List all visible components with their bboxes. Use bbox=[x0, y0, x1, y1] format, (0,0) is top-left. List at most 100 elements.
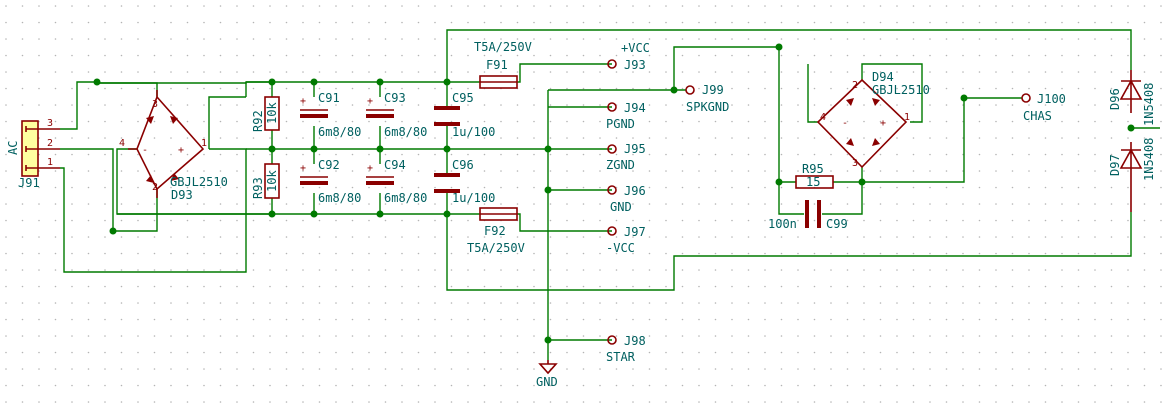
diode-d97: D97 1N5408 bbox=[1108, 138, 1156, 212]
cap-plate-negative bbox=[300, 181, 328, 185]
junction-dot bbox=[775, 43, 783, 51]
pin-number: 1 bbox=[904, 112, 910, 123]
junction-dot bbox=[268, 78, 276, 86]
wire bbox=[60, 81, 272, 130]
resistor-ref: R95 bbox=[802, 162, 824, 176]
wire bbox=[60, 148, 247, 273]
terminal-circle bbox=[1021, 93, 1031, 103]
bridge-plus: + bbox=[178, 145, 184, 156]
terminal-ref: J100 bbox=[1037, 92, 1066, 106]
cap-value: 100n bbox=[768, 217, 797, 231]
wire bbox=[547, 89, 686, 360]
wire bbox=[517, 63, 612, 83]
bridge-rectifier-d93: 3 1 2 4 - + GBJL2510 D93 bbox=[119, 90, 228, 202]
cap-ref: C91 bbox=[318, 91, 340, 105]
pin-number: 3 bbox=[47, 118, 53, 129]
bridge-ref: D94 bbox=[872, 70, 894, 84]
ac-connector-j91: 3 2 1 AC J91 bbox=[6, 118, 60, 190]
capacitor-c93: + C93 6m8/80 bbox=[366, 91, 427, 139]
terminal-ref: J97 bbox=[624, 225, 646, 239]
wire bbox=[517, 213, 612, 232]
wire bbox=[807, 64, 818, 123]
terminal-circle bbox=[607, 59, 617, 69]
terminal-ref: J96 bbox=[624, 184, 646, 198]
junctions bbox=[93, 43, 1135, 344]
pin-number: 1 bbox=[201, 138, 207, 149]
terminal-circle bbox=[607, 144, 617, 154]
junction-dot bbox=[93, 78, 101, 86]
bridge-minus: - bbox=[842, 118, 848, 129]
cap-plate-negative bbox=[366, 114, 394, 118]
capacitor-c94: + C94 6m8/80 bbox=[366, 158, 427, 205]
terminal-j95: J95 ZGND bbox=[606, 142, 646, 172]
diode-ref: D96 bbox=[1108, 88, 1122, 110]
pin-number: 1 bbox=[47, 157, 53, 168]
bridge-diode-arrows bbox=[146, 116, 179, 183]
wire bbox=[446, 212, 1132, 291]
grid-dots bbox=[5, 5, 1162, 403]
diode-ref: D97 bbox=[1108, 154, 1122, 176]
terminal-j97: J97 -VCC bbox=[606, 225, 646, 255]
junction-dot bbox=[443, 145, 451, 153]
junction-dot bbox=[376, 210, 384, 218]
diode-value: 1N5408 bbox=[1142, 83, 1156, 126]
connector-pins bbox=[26, 128, 60, 169]
polarity-plus: + bbox=[300, 163, 306, 174]
terminal-j96: J96 GND bbox=[607, 184, 646, 214]
terminal-net: ZGND bbox=[606, 158, 635, 172]
capacitor-c95: C95 1u/100 bbox=[434, 91, 495, 139]
junction-dot bbox=[376, 145, 384, 153]
cap-ref: C95 bbox=[452, 91, 474, 105]
diode-icon bbox=[1119, 142, 1143, 212]
terminal-net: PGND bbox=[606, 117, 635, 131]
resistor-ref: R92 bbox=[251, 110, 265, 132]
wire bbox=[861, 63, 923, 123]
resistor-r93: 10k R93 bbox=[251, 163, 280, 199]
bridge-ref: D93 bbox=[171, 188, 193, 202]
resistor-body bbox=[264, 163, 280, 199]
terminal-ref: J98 bbox=[624, 334, 646, 348]
cap-plates bbox=[434, 173, 460, 193]
bridge-value: GBJL2510 bbox=[170, 175, 228, 189]
resistor-r95: 15 R95 bbox=[795, 162, 834, 189]
resistor-body bbox=[795, 175, 834, 189]
terminal-net: STAR bbox=[606, 350, 636, 364]
pin-number: 3 bbox=[852, 158, 858, 169]
bridge-outline bbox=[816, 78, 908, 169]
pin-number: 3 bbox=[152, 99, 158, 110]
terminal-ref: J99 bbox=[702, 83, 724, 97]
junction-dot bbox=[109, 227, 117, 235]
resistor-body bbox=[264, 96, 280, 131]
pin-number: 2 bbox=[852, 80, 858, 91]
terminal-net: CHAS bbox=[1023, 109, 1052, 123]
cap-ref: C99 bbox=[826, 217, 848, 231]
junction-dot bbox=[544, 186, 552, 194]
ground-icon bbox=[538, 360, 558, 375]
pin-number: 2 bbox=[152, 182, 158, 193]
wire bbox=[208, 96, 246, 149]
resistor-value: 10k bbox=[265, 102, 279, 124]
terminal-j98: J98 STAR bbox=[606, 334, 646, 364]
cap-plates bbox=[805, 200, 821, 228]
junction-dot bbox=[775, 178, 783, 186]
terminal-circle bbox=[607, 226, 617, 236]
junction-dot bbox=[1127, 124, 1135, 132]
capacitor-c99: 100n C99 bbox=[768, 200, 848, 231]
fuse-value: T5A/250V bbox=[474, 40, 532, 54]
cap-plate-negative bbox=[300, 114, 328, 118]
junction-dot bbox=[310, 145, 318, 153]
connector-ref: J91 bbox=[18, 176, 40, 190]
cap-value: 1u/100 bbox=[452, 125, 495, 139]
terminal-circle bbox=[685, 85, 695, 95]
fuse-value: T5A/250V bbox=[467, 241, 525, 255]
bridge-plus: + bbox=[880, 118, 886, 129]
cap-plate-negative bbox=[366, 181, 394, 185]
bridge-rectifier-d94: 2 1 3 4 - + D94 GBJL2510 bbox=[816, 70, 930, 169]
cap-ref: C93 bbox=[384, 91, 406, 105]
terminal-ref: J94 bbox=[624, 101, 646, 115]
capacitor-c91: + C91 6m8/80 bbox=[300, 91, 361, 139]
terminal-j100: J100 CHAS bbox=[1021, 92, 1066, 123]
diode-value: 1N5408 bbox=[1142, 138, 1156, 181]
cap-ref: C94 bbox=[384, 158, 406, 172]
connector-value: AC bbox=[6, 141, 20, 155]
